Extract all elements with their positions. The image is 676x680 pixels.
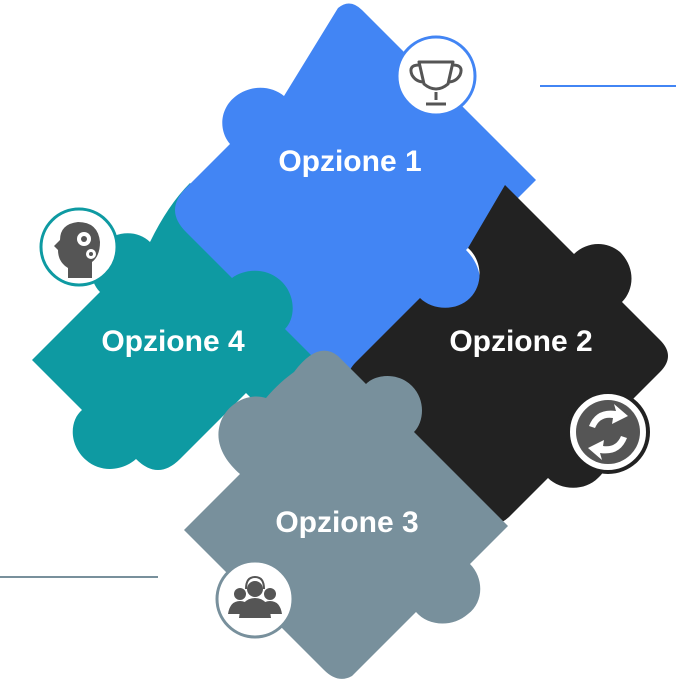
piece-3-label: Opzione 3 <box>275 506 418 539</box>
refresh-icon <box>566 390 650 474</box>
piece-4-label: Opzione 4 <box>101 325 245 358</box>
trophy-icon <box>395 35 477 117</box>
team-headset-icon <box>215 559 295 639</box>
piece-2-label: Opzione 2 <box>449 325 592 358</box>
head-gears-icon <box>39 207 119 287</box>
piece-1-label: Opzione 1 <box>278 145 421 178</box>
